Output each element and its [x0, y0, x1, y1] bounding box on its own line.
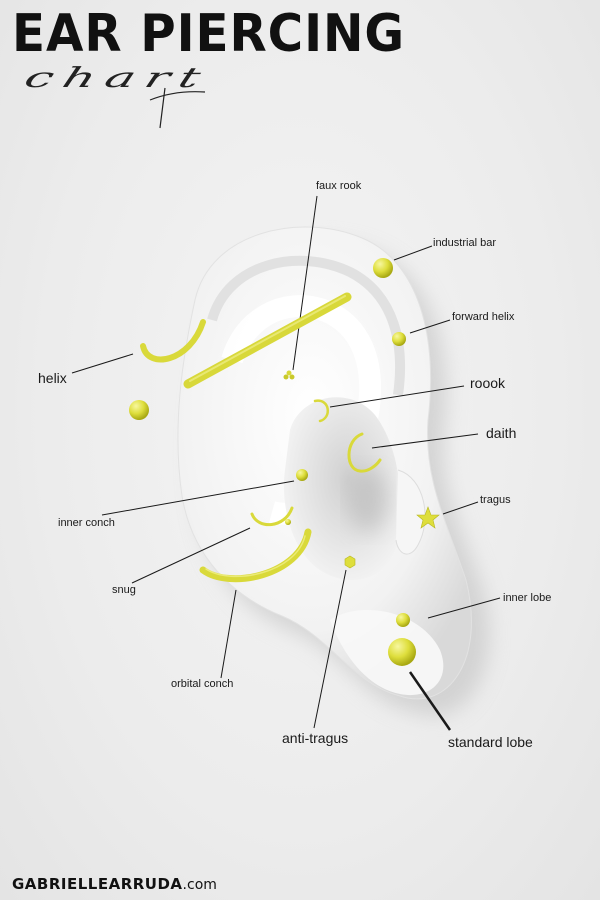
forward-helix-ball — [392, 332, 406, 346]
footer-brand: GABRIELLEARRUDA — [12, 875, 183, 893]
concha-bowl — [283, 397, 401, 580]
label-industrial-bar: industrial bar — [433, 237, 496, 249]
helix-hoop — [140, 319, 206, 363]
label-daith: daith — [486, 425, 517, 441]
ear-canal — [348, 468, 388, 532]
label-inner-conch: inner conch — [58, 517, 115, 529]
helix-ball — [129, 400, 149, 420]
label-roook: roook — [470, 375, 506, 391]
tragus-star — [416, 506, 440, 529]
orbital-conch-hoop — [199, 528, 312, 583]
standard-lobe-ball — [388, 638, 416, 666]
inner-lobe-ball — [396, 613, 410, 627]
helix-fold — [207, 255, 405, 396]
footer-tld: .com — [182, 877, 217, 893]
anti-tragus-stud — [344, 555, 356, 569]
label-helix: helix — [38, 370, 67, 386]
label-faux-rook: faux rook — [316, 180, 362, 192]
industrial-bar-jewelry — [183, 292, 352, 389]
daith-hoop — [347, 432, 382, 473]
site-footer: GABRIELLEARRUDA.com — [12, 875, 217, 893]
industrial-bar-ball — [373, 258, 393, 278]
label-anti-tragus: anti-tragus — [282, 730, 349, 746]
label-orbital-conch: orbital conch — [171, 678, 234, 690]
chart-title: EAR PIERCING — [12, 4, 406, 64]
label-snug: snug — [112, 584, 136, 596]
snug-hoop — [250, 506, 294, 527]
label-standard-lobe: standard lobe — [448, 734, 533, 750]
tragus-shape — [395, 469, 426, 555]
inner-conch-stud — [296, 469, 308, 481]
rook-hoop — [313, 399, 329, 423]
label-forward-helix: forward helix — [452, 311, 515, 323]
label-tragus: tragus — [480, 494, 511, 506]
faux-rook-stud — [283, 374, 289, 380]
label-inner-lobe: inner lobe — [503, 592, 552, 604]
leader-lines — [71, 195, 501, 731]
jewelry — [129, 258, 440, 666]
lobe — [330, 610, 444, 696]
